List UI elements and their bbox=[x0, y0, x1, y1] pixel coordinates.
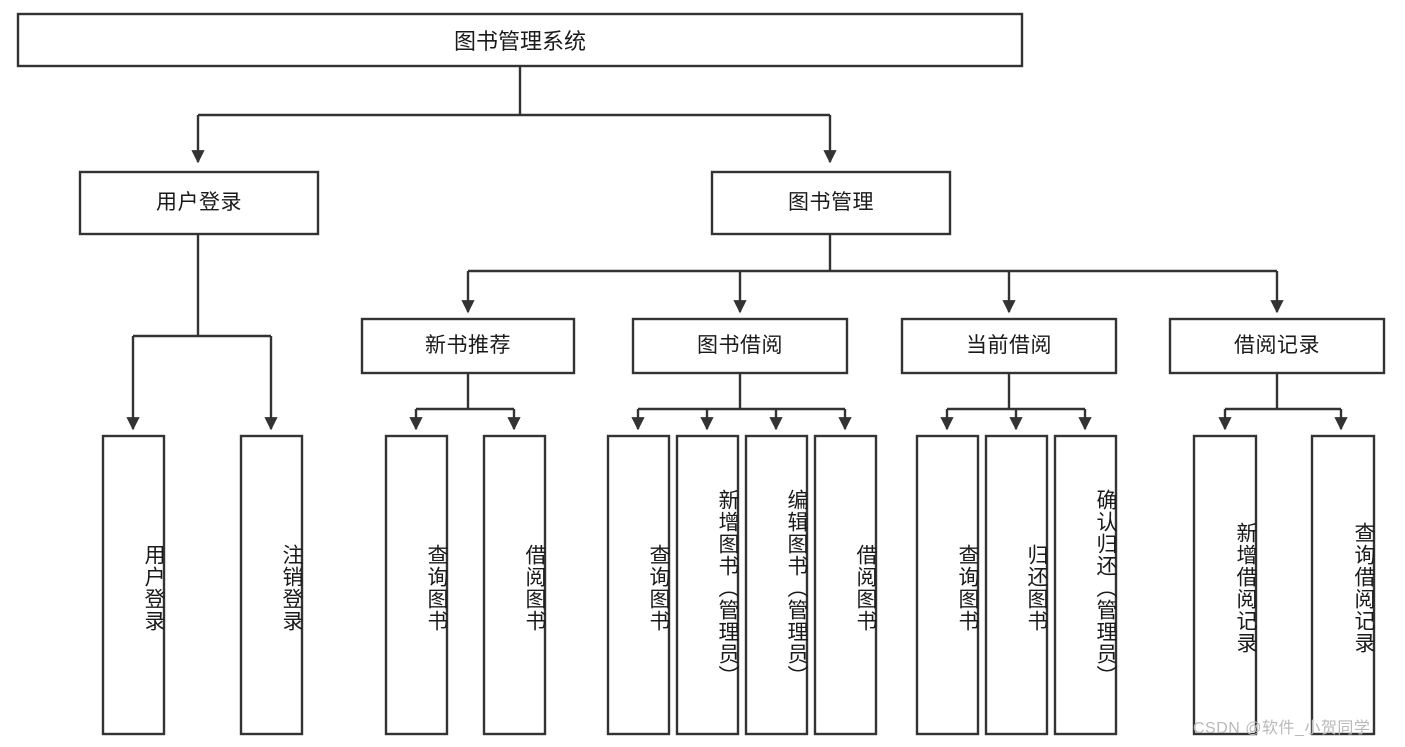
csdn-watermark: CSDN @软件_小贺同学 bbox=[1193, 720, 1371, 737]
node-book-borrow-box[interactable] bbox=[631, 317, 849, 375]
node-leaf-new-book-2[interactable] bbox=[482, 434, 547, 736]
node-leaf-book-borrow-4[interactable] bbox=[813, 434, 878, 736]
node-leaf-book-borrow-1[interactable] bbox=[606, 434, 671, 736]
node-leaf-current-borrow-2[interactable] bbox=[984, 434, 1049, 736]
node-new-book-recommend-box[interactable] bbox=[360, 317, 576, 375]
node-user-login-box[interactable] bbox=[78, 170, 320, 236]
node-leaf-book-borrow-3[interactable] bbox=[744, 434, 809, 736]
node-leaf-user-login-1[interactable] bbox=[101, 434, 166, 736]
node-leaf-current-borrow-3[interactable] bbox=[1053, 434, 1118, 736]
node-leaf-book-borrow-2[interactable] bbox=[675, 434, 740, 736]
node-leaf-user-login-2[interactable] bbox=[239, 434, 304, 736]
node-leaf-borrow-record-2[interactable] bbox=[1310, 434, 1376, 736]
node-current-borrow-box[interactable] bbox=[900, 317, 1118, 375]
node-leaf-current-borrow-1[interactable] bbox=[915, 434, 980, 736]
node-borrow-record-box[interactable] bbox=[1168, 317, 1386, 375]
node-leaf-borrow-record-1[interactable] bbox=[1192, 434, 1258, 736]
node-leaf-new-book-1[interactable] bbox=[384, 434, 449, 736]
node-book-management-box[interactable] bbox=[710, 170, 952, 236]
node-root-box[interactable] bbox=[16, 12, 1024, 68]
